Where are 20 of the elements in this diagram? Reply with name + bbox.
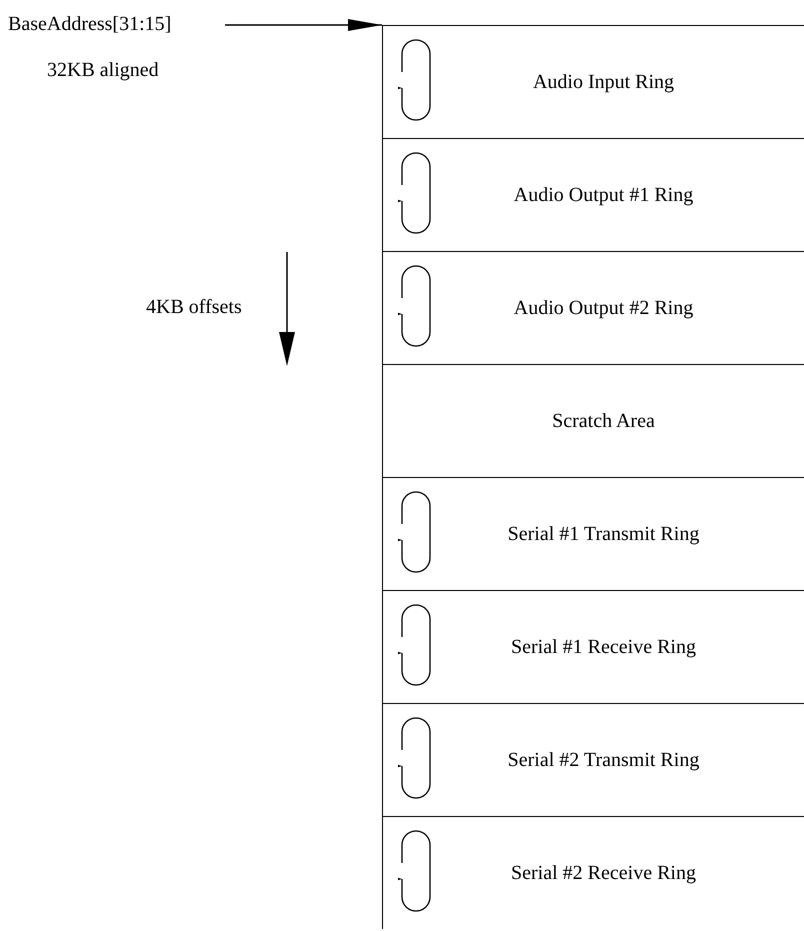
region-name: Audio Output #1 Ring	[514, 184, 694, 206]
region-name: Serial #2 Transmit Ring	[508, 748, 700, 772]
region-name: Audio Input Ring	[532, 70, 674, 94]
memory-region	[382, 138, 804, 251]
region-name: Serial #2 Receive Ring	[511, 862, 696, 884]
note-label: 4KB offsets	[146, 295, 242, 319]
memory-region	[382, 590, 804, 703]
region-name: Serial #1 Transmit Ring	[508, 522, 700, 546]
note-label: 32KB aligned	[47, 58, 159, 82]
memory-region	[382, 816, 804, 929]
memory-region	[382, 25, 804, 138]
arrow	[225, 19, 382, 31]
address-label: BaseAddress[31:15]	[8, 12, 172, 36]
memory-region	[382, 477, 804, 590]
region-name: Audio Output #2 Ring	[514, 296, 694, 320]
memory-region	[382, 251, 804, 364]
region-name: Scratch Area	[552, 410, 655, 432]
memory-region	[382, 703, 804, 816]
region-name: Serial #1 Receive Ring	[511, 636, 696, 658]
memory-region	[382, 364, 804, 477]
